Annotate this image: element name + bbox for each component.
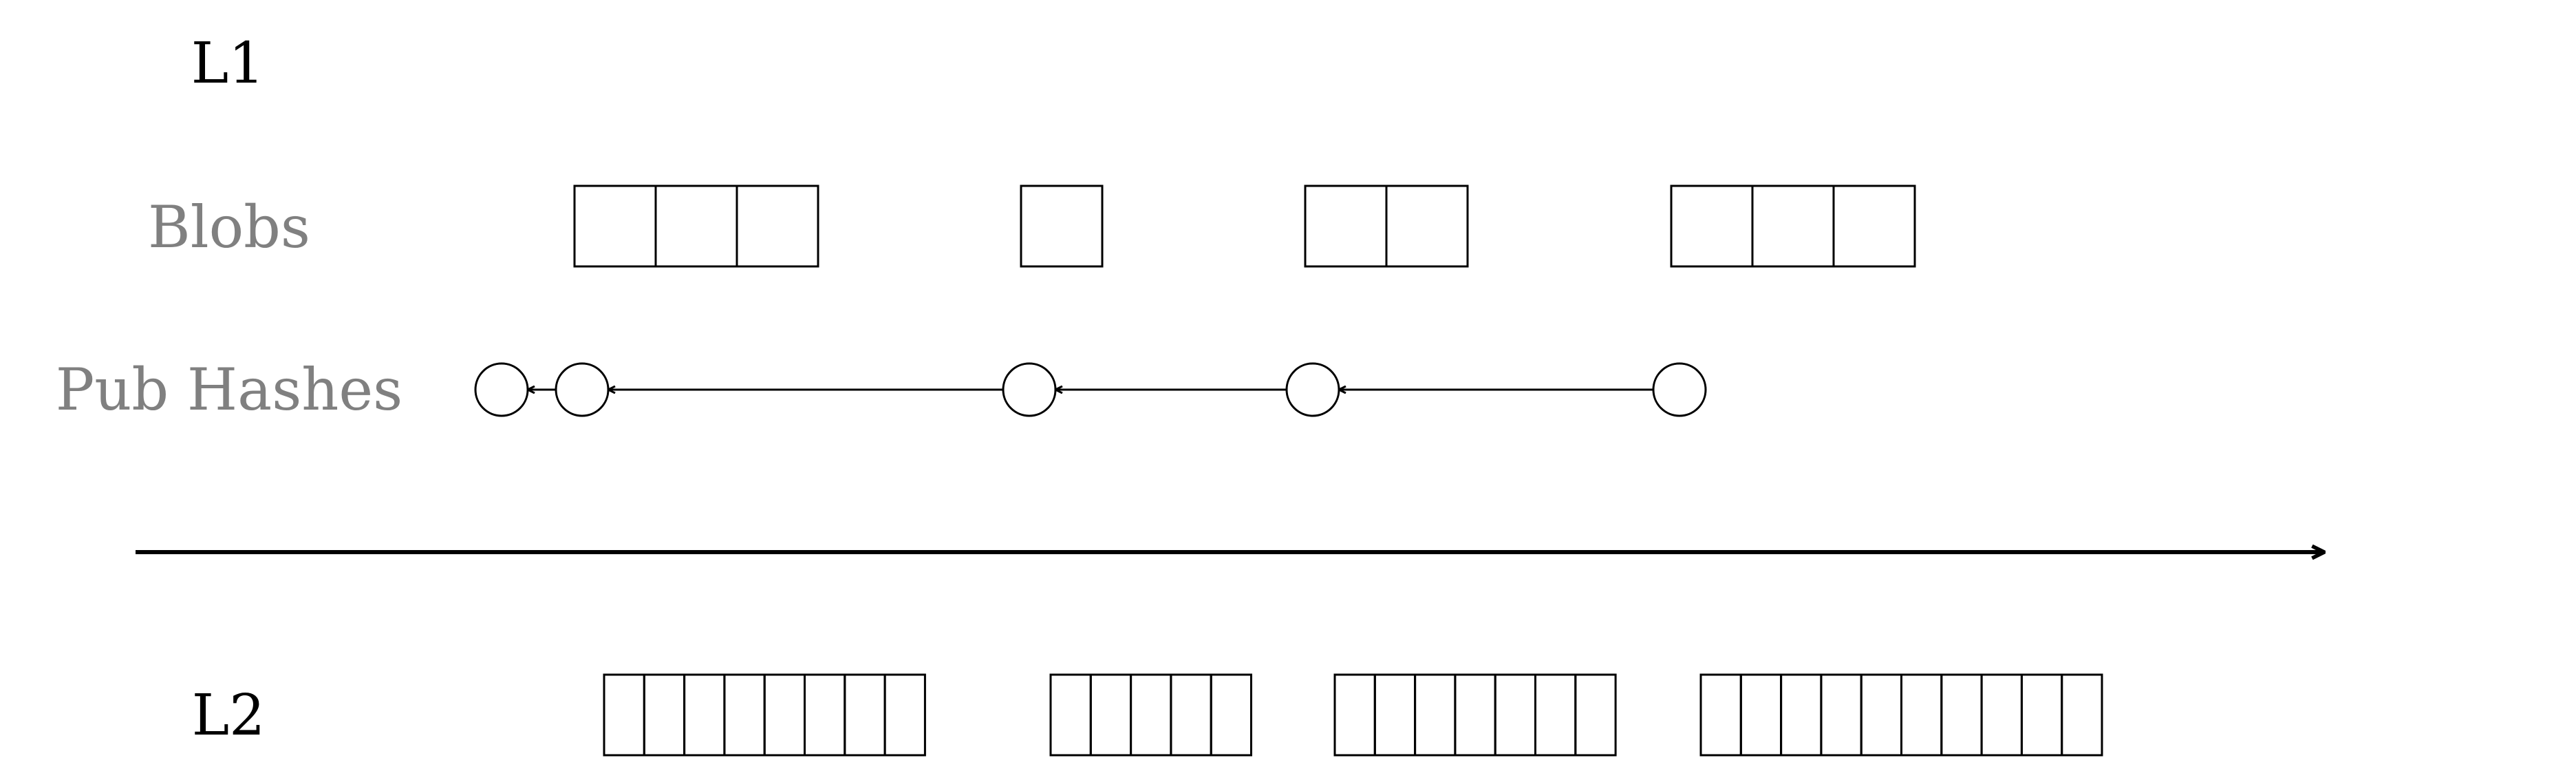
- l2-block-cell: [1820, 673, 1863, 757]
- l2-block-group: [603, 673, 926, 757]
- l2-block-cell: [1130, 673, 1172, 757]
- blob-cell: [1832, 185, 1916, 268]
- l2-block-cell: [1454, 673, 1496, 757]
- l2-block-cell: [723, 673, 766, 757]
- l2-block-cell: [1049, 673, 1092, 757]
- l2-block-cell: [1534, 673, 1577, 757]
- pub-hash-node: [1652, 362, 1707, 417]
- blob-cell: [1670, 185, 1754, 268]
- l2-block-group: [1049, 673, 1252, 757]
- l2-block-cell: [1980, 673, 2023, 757]
- blob-cell: [736, 185, 819, 268]
- l2-block-cell: [804, 673, 846, 757]
- l2-block-cell: [1900, 673, 1943, 757]
- l2-block-cell: [1170, 673, 1212, 757]
- l2-block-cell: [2061, 673, 2103, 757]
- blob-cell: [654, 185, 738, 268]
- pub-hash-node: [1002, 362, 1057, 417]
- l2-block-cell: [1739, 673, 1783, 757]
- l2-block-cell: [1574, 673, 1617, 757]
- blob-group: [1304, 185, 1469, 268]
- l2-block-group: [1699, 673, 2103, 757]
- l1-label: L1: [191, 31, 265, 96]
- l2-block-cell: [1940, 673, 1983, 757]
- l2-block-cell: [683, 673, 726, 757]
- blob-cell: [1020, 185, 1104, 268]
- blob-cell: [1304, 185, 1388, 268]
- pub-hashes-label: Pub Hashes: [55, 356, 403, 423]
- pub-hash-node: [1285, 362, 1340, 417]
- l2-label: L2: [191, 683, 266, 748]
- l2-block-cell: [1699, 673, 1742, 757]
- l2-block-cell: [643, 673, 686, 757]
- l2-block-cell: [1780, 673, 1823, 757]
- l2-block-cell: [1414, 673, 1457, 757]
- blob-cell: [1385, 185, 1469, 268]
- l2-block-cell: [1860, 673, 1902, 757]
- l2-block-cell: [1333, 673, 1376, 757]
- blob-group: [573, 185, 819, 268]
- l2-block-cell: [844, 673, 886, 757]
- l2-block-cell: [603, 673, 645, 757]
- l2-row: [603, 673, 2103, 757]
- blobs-row: [573, 185, 1916, 268]
- blob-cell: [1751, 185, 1835, 268]
- blob-group: [1670, 185, 1916, 268]
- l2-block-cell: [883, 673, 926, 757]
- l2-block-cell: [1089, 673, 1133, 757]
- l2-block-cell: [1494, 673, 1536, 757]
- l2-block-cell: [1210, 673, 1252, 757]
- blob-group: [1020, 185, 1104, 268]
- l2-block-cell: [763, 673, 806, 757]
- pub-hash-node: [555, 362, 610, 417]
- l2-block-cell: [2020, 673, 2063, 757]
- blobs-label: Blobs: [147, 193, 311, 261]
- blob-cell: [573, 185, 657, 268]
- pub-hash-node: [474, 362, 529, 417]
- l2-block-group: [1333, 673, 1617, 757]
- pub-hashes-row: [474, 362, 1707, 417]
- l2-block-cell: [1373, 673, 1417, 757]
